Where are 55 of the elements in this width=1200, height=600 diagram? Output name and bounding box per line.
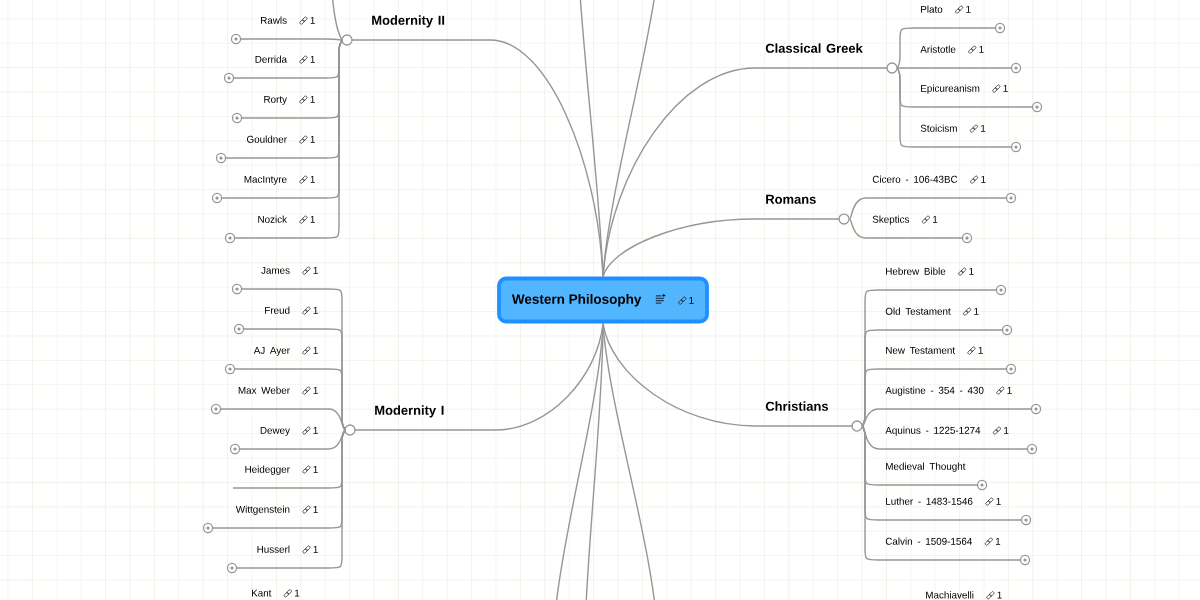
topic-label: Stoicism 1 (920, 124, 986, 133)
connector-line (861, 425, 1022, 561)
topic-label: Skeptics 1 (872, 215, 938, 225)
topic-label: Augistine - 354 - 430 1 (885, 386, 1012, 396)
branch-topic: Modernity II (372, 15, 445, 28)
connector-line (233, 39, 343, 239)
connector-line (848, 197, 1008, 220)
connector-line (861, 368, 1008, 427)
topic-label: New Testament 1 (886, 346, 983, 355)
connector-line (896, 67, 1013, 148)
topic-label: Plato 1 (921, 5, 971, 14)
branch-topic: Christians (765, 401, 828, 411)
topic-label: AJ Ayer 1 (253, 346, 318, 356)
topic-label: Medieval Thought (886, 462, 966, 472)
connector-line (602, 0, 656, 278)
branch-topic: Modernity I (375, 405, 444, 418)
topic-label: Epicureanism 1 (921, 84, 1008, 94)
connector-line (896, 67, 1013, 69)
connector-line (861, 425, 1029, 450)
topic-label: Rorty 1 (264, 95, 315, 105)
topic-label: Wittgenstein 1 (235, 505, 318, 515)
topic-label: Machiavelli 1 (926, 591, 1002, 600)
topic-label: Heidegger 1 (245, 465, 318, 475)
connector-line (331, 0, 343, 41)
topic-label: Derrida 1 (255, 55, 315, 64)
branch-topic: Romans (766, 194, 816, 204)
connector-line (861, 408, 1033, 427)
connector-line (602, 322, 656, 600)
topic-label: Aquinus - 1225-1274 1 (885, 426, 1009, 436)
topic-label: Rawls 1 (261, 16, 315, 25)
topic-label: Gouldner 1 (247, 135, 315, 144)
topic-label: Old Testament 1 (885, 307, 979, 316)
topic-label: Hebrew Bible 1 (886, 267, 974, 276)
central-topic-box: Western Philosophy 1 (497, 276, 709, 324)
connector-line (235, 429, 346, 569)
topic-label: Husserl 1 (257, 545, 318, 554)
topic-label: MacIntyre 1 (244, 175, 315, 185)
connector-line (238, 429, 346, 450)
branch-topic: Classical Greek (765, 43, 863, 53)
connector-line (848, 218, 964, 239)
topic-label: Aristotle 1 (920, 45, 984, 54)
topic-label: Luther - 1483-1546 1 (886, 497, 1001, 506)
topic-label: Nozick 1 (258, 215, 315, 224)
topic-label: Dewey 1 (260, 426, 318, 436)
topic-label: Cicero - 106-43BC 1 (872, 175, 986, 184)
topic-label: James 1 (261, 266, 318, 275)
connector-line (239, 38, 343, 41)
connector-line (602, 218, 841, 278)
topic-label: Kant 1 (252, 589, 300, 598)
topic-label: Calvin - 1509-1564 1 (885, 537, 1001, 546)
connector-line (896, 27, 997, 69)
topic-label: Freud 1 (265, 306, 318, 315)
connector-line (219, 408, 346, 431)
topic-label: Max Weber 1 (238, 386, 318, 395)
connector-line (233, 368, 346, 431)
